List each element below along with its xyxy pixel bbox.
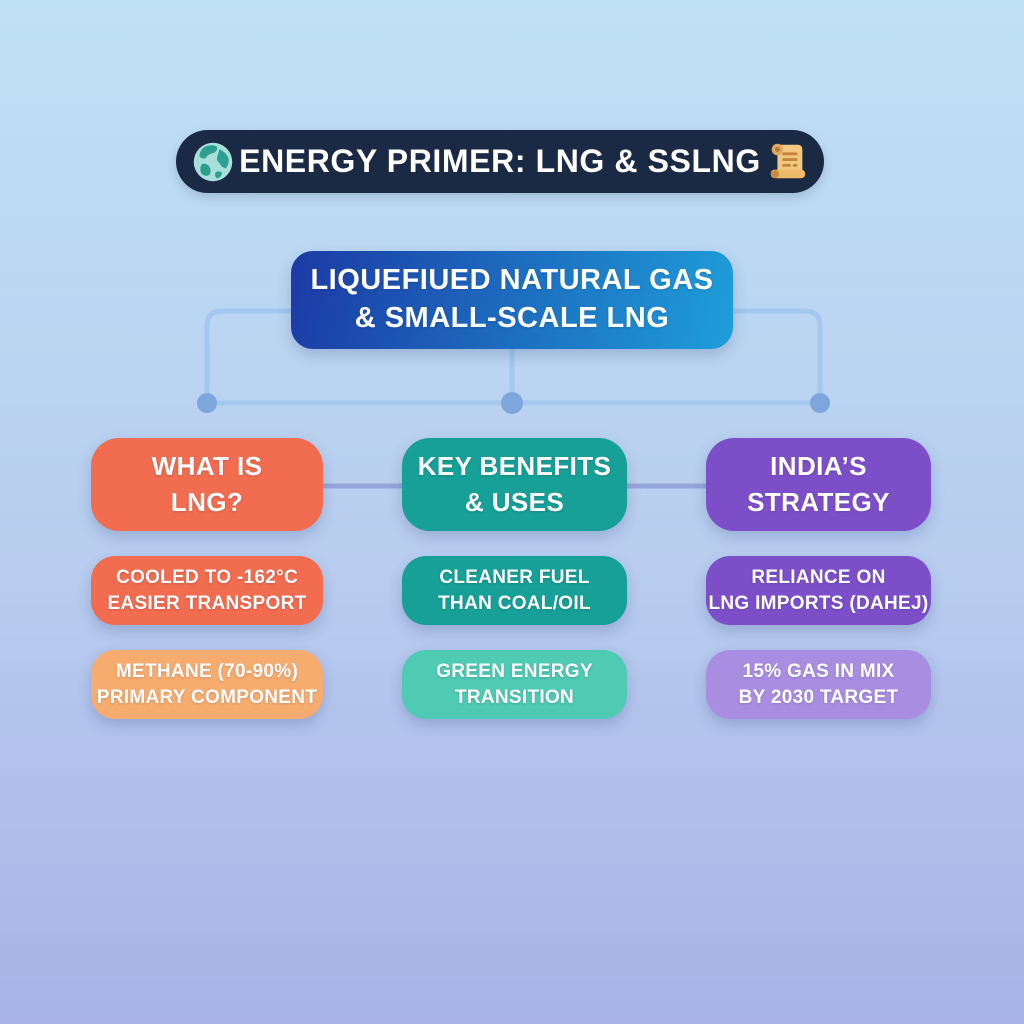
fact-cleaner-fuel: CLEANER FUEL THAN COAL/OIL bbox=[402, 556, 627, 625]
category-what-is-lng: WHAT IS LNG? bbox=[91, 438, 323, 531]
fact-cooled-transport: COOLED TO -162°C EASIER TRANSPORT bbox=[91, 556, 323, 625]
fact-gas-mix-target: 15% GAS IN MIX BY 2030 TARGET bbox=[706, 650, 931, 719]
header-banner: ENERGY PRIMER: LNG & SSLNG bbox=[176, 130, 824, 193]
header-title: ENERGY PRIMER: LNG & SSLNG bbox=[239, 143, 761, 179]
fact-green-energy: GREEN ENERGY TRANSITION bbox=[402, 650, 627, 719]
scroll-icon bbox=[764, 139, 810, 185]
category-indias-strategy: INDIA’S STRATEGY bbox=[706, 438, 931, 531]
fact-methane-component: METHANE (70-90%) PRIMARY COMPONENT bbox=[91, 650, 323, 719]
globe-icon bbox=[190, 139, 236, 185]
root-node-liquefied-natural-gas: LIQUEFIUED NATURAL GAS & SMALL-SCALE LNG bbox=[291, 251, 733, 349]
fact-lng-imports: RELIANCE ON LNG IMPORTS (DAHEJ) bbox=[706, 556, 931, 625]
category-key-benefits: KEY BENEFITS & USES bbox=[402, 438, 627, 531]
